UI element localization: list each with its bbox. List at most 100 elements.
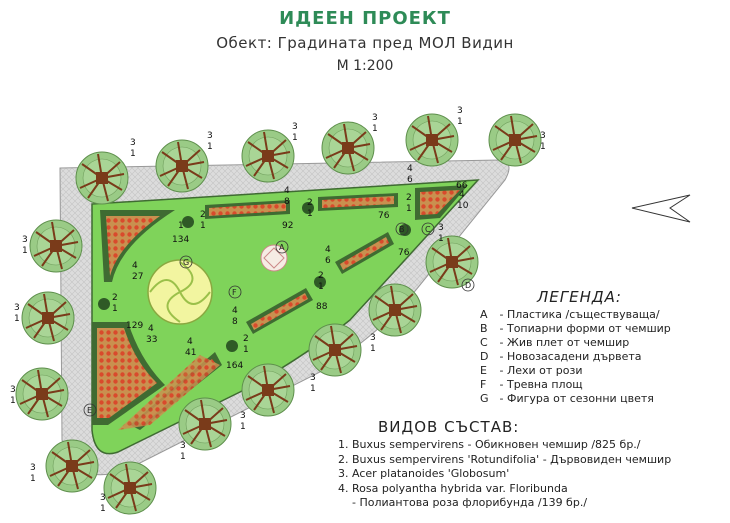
svg-text:4: 4 <box>459 190 465 200</box>
svg-text:1: 1 <box>406 204 412 214</box>
svg-text:1: 1 <box>30 474 36 484</box>
mark-g: G <box>183 258 189 267</box>
svg-text:1: 1 <box>22 246 28 256</box>
svg-text:6: 6 <box>325 256 331 266</box>
svg-text:1: 1 <box>292 133 298 143</box>
hedge-tag: 1 134 <box>172 221 189 245</box>
svg-text:3: 3 <box>180 441 186 451</box>
svg-text:3: 3 <box>130 138 136 148</box>
species-list: 1. Buxus sempervirens - Обикновен чемшир… <box>338 438 671 511</box>
svg-text:27: 27 <box>132 272 143 282</box>
svg-text:3: 3 <box>10 385 16 395</box>
svg-text:4: 4 <box>325 245 331 255</box>
svg-text:1: 1 <box>372 124 378 134</box>
svg-text:1: 1 <box>457 117 463 127</box>
svg-text:76: 76 <box>378 211 390 221</box>
svg-text:1: 1 <box>14 314 20 324</box>
svg-text:2: 2 <box>406 193 412 203</box>
svg-text:129: 129 <box>126 321 143 331</box>
svg-text:10: 10 <box>457 201 469 211</box>
svg-text:8: 8 <box>232 317 238 327</box>
north-arrow <box>631 194 691 223</box>
svg-text:3: 3 <box>207 131 213 141</box>
svg-text:41: 41 <box>185 348 196 358</box>
svg-text:6: 6 <box>407 175 413 185</box>
legend-item-f: F - Тревна площ <box>480 378 583 391</box>
svg-text:1: 1 <box>200 221 206 231</box>
svg-text:1: 1 <box>307 209 313 219</box>
svg-text:1: 1 <box>240 422 246 432</box>
mark-d: D <box>465 281 471 290</box>
topiary-tags: 21 21 21 21 21 21 <box>112 193 412 355</box>
scale-label: М 1:200 <box>336 58 394 74</box>
species-item-3: 3. Acer platanoides 'Globosum' <box>338 467 510 480</box>
legend-item-g: G - Фигура от сезонни цветя <box>480 392 654 405</box>
mark-e: E <box>87 406 92 415</box>
svg-text:4: 4 <box>148 324 154 334</box>
object-name: Обект: Градината пред МОЛ Видин <box>216 34 514 52</box>
tree-tags: 31 31 31 31 31 31 31 31 31 31 31 31 31 3… <box>10 106 546 514</box>
svg-text:3: 3 <box>30 463 36 473</box>
svg-text:1: 1 <box>370 344 376 354</box>
svg-text:2: 2 <box>318 271 324 281</box>
svg-text:4: 4 <box>232 306 238 316</box>
svg-text:3: 3 <box>292 122 298 132</box>
svg-text:1: 1 <box>310 384 316 394</box>
svg-text:4: 4 <box>407 164 413 174</box>
seasonal-flower-figure <box>147 259 213 325</box>
svg-text:3: 3 <box>14 303 20 313</box>
legend-item-d: D - Новозасадени дървета <box>480 350 642 363</box>
svg-text:1: 1 <box>112 304 118 314</box>
rose-bed-triangle <box>118 355 220 430</box>
svg-text:4: 4 <box>187 337 193 347</box>
svg-text:3: 3 <box>540 131 546 141</box>
svg-text:1: 1 <box>438 234 444 244</box>
svg-text:4: 4 <box>132 261 138 271</box>
svg-text:3: 3 <box>438 223 444 233</box>
svg-text:134: 134 <box>172 235 189 245</box>
svg-text:88: 88 <box>316 302 328 312</box>
legend-item-b: B - Топиарни форми от чемшир <box>480 322 671 335</box>
svg-text:1: 1 <box>243 345 249 355</box>
mark-b: B <box>399 225 405 234</box>
mark-a: A <box>279 243 285 252</box>
svg-text:3: 3 <box>240 411 246 421</box>
svg-text:1: 1 <box>10 396 16 406</box>
svg-text:3: 3 <box>372 113 378 123</box>
mark-f: F <box>232 288 237 297</box>
svg-text:4: 4 <box>284 186 290 196</box>
svg-text:1: 1 <box>318 282 324 292</box>
svg-text:1: 1 <box>178 221 184 231</box>
svg-text:66: 66 <box>456 181 468 191</box>
circle-marks: A B C D E F G <box>83 222 475 417</box>
page-title: ИДЕЕН ПРОЕКТ <box>279 8 451 29</box>
svg-text:92: 92 <box>282 221 293 231</box>
species-item-4: 4. Rosa polyantha hybrida var. Floribund… <box>338 481 568 495</box>
svg-text:3: 3 <box>100 493 106 503</box>
species-item-4-common: - Полиантова роза флорибунда /139 бр./ <box>352 496 588 509</box>
mark-c: C <box>425 225 431 234</box>
svg-text:1: 1 <box>180 452 186 462</box>
svg-text:3: 3 <box>457 106 463 116</box>
species-item-2: 2. Buxus sempervirens 'Rotundifolia' - Д… <box>338 452 672 466</box>
svg-text:1: 1 <box>100 504 106 514</box>
rose-beds <box>92 185 468 430</box>
svg-text:2: 2 <box>307 198 313 208</box>
svg-text:2: 2 <box>243 334 249 344</box>
svg-text:8: 8 <box>284 197 290 207</box>
legend: A - Пластика /съществуваща/ B - Топиарни… <box>480 308 671 406</box>
legend-item-a: A - Пластика /съществуваща/ <box>480 308 660 321</box>
species-title: ВИДОВ СЪСТАВ: <box>378 418 520 436</box>
svg-text:2: 2 <box>200 210 206 220</box>
legend-title: ЛЕГЕНДА: <box>537 288 622 306</box>
legend-item-e: E - Лехи от рози <box>480 364 583 377</box>
svg-text:3: 3 <box>310 373 316 383</box>
svg-text:33: 33 <box>146 335 157 345</box>
svg-text:3: 3 <box>370 333 376 343</box>
species-item-1: 1. Buxus sempervirens - Обикновен чемшир… <box>338 438 641 451</box>
svg-text:1: 1 <box>130 149 136 159</box>
svg-text:1: 1 <box>207 142 213 152</box>
sculpture <box>260 244 288 272</box>
